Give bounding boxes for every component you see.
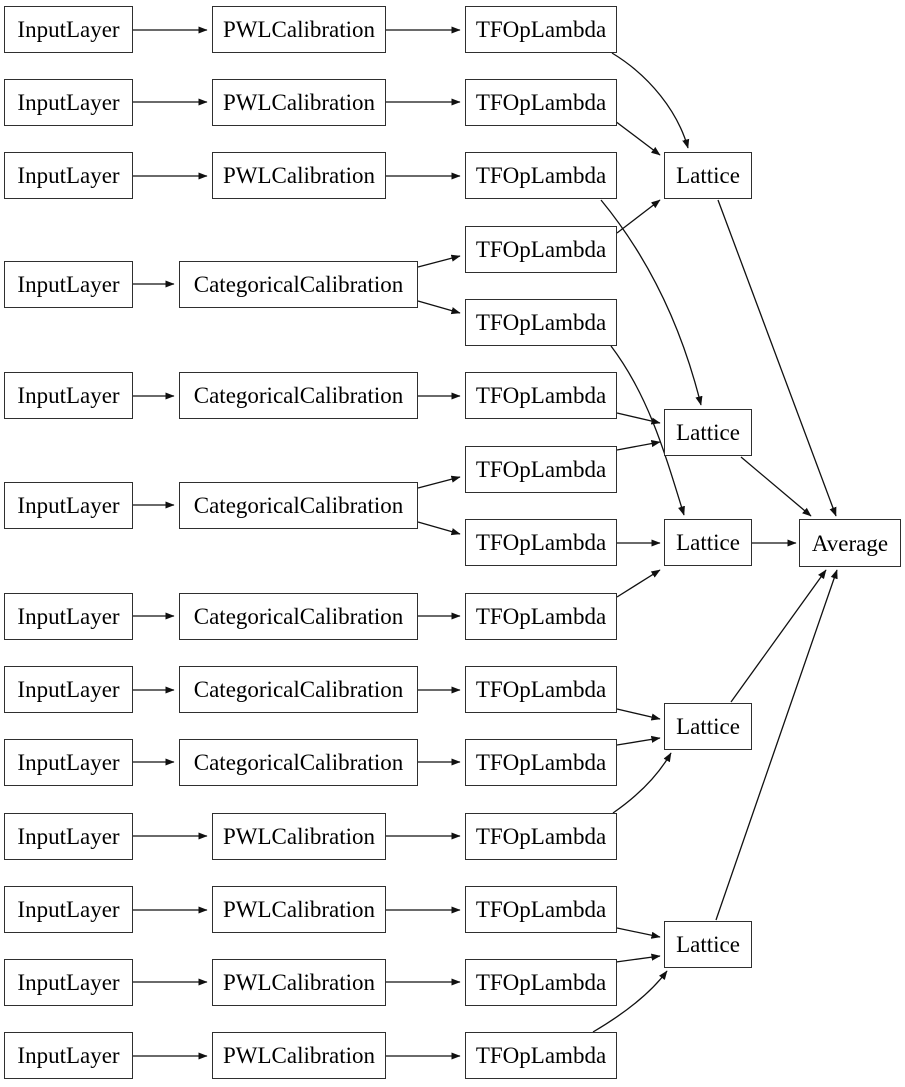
node-input-3: InputLayer <box>4 152 133 199</box>
edge-tfop-4-to-lattice-1 <box>616 199 661 234</box>
node-calib-2: PWLCalibration <box>212 79 386 126</box>
node-calib-12: PWLCalibration <box>212 959 386 1006</box>
node-input-10: InputLayer <box>4 813 133 860</box>
node-tfop-2: TFOpLambda <box>465 79 617 126</box>
node-tfop-4: TFOpLambda <box>465 226 617 273</box>
edge-tfop-14-to-lattice-5 <box>615 953 661 963</box>
edge-tfop-7-to-lattice-2 <box>616 440 661 451</box>
node-input-5: InputLayer <box>4 372 133 419</box>
node-tfop-7: TFOpLambda <box>465 446 617 493</box>
edge-tfop-11-to-lattice-4 <box>616 735 661 746</box>
node-tfop-14: TFOpLambda <box>465 959 617 1006</box>
edge-tfop-13-to-lattice-5 <box>616 927 661 939</box>
node-calib-4: CategoricalCalibration <box>179 261 418 308</box>
node-tfop-5: TFOpLambda <box>465 299 617 346</box>
edge-lattice-1-to-average <box>717 199 837 517</box>
node-lattice-1: Lattice <box>664 152 752 199</box>
node-input-8: InputLayer <box>4 666 133 713</box>
node-lattice-4: Lattice <box>664 703 752 750</box>
edge-tfop-2-to-lattice-1 <box>614 120 661 156</box>
edge-tfop-15-to-lattice-5 <box>592 970 668 1033</box>
node-calib-13: PWLCalibration <box>212 1032 386 1079</box>
node-calib-8: CategoricalCalibration <box>179 666 418 713</box>
node-calib-6: CategoricalCalibration <box>179 482 418 529</box>
node-input-11: InputLayer <box>4 886 133 933</box>
node-input-6: InputLayer <box>4 482 133 529</box>
edge-calib-4-to-tfop-4 <box>417 254 461 268</box>
edge-lattice-4-to-average <box>730 569 827 703</box>
edge-calib-6-to-tfop-8 <box>417 521 461 536</box>
node-calib-3: PWLCalibration <box>212 152 386 199</box>
node-input-4: InputLayer <box>4 261 133 308</box>
node-tfop-11: TFOpLambda <box>465 739 617 786</box>
node-calib-10: PWLCalibration <box>212 813 386 860</box>
edge-calib-4-to-tfop-5 <box>417 300 461 315</box>
node-average: Average <box>799 519 901 567</box>
node-input-7: InputLayer <box>4 593 133 640</box>
node-calib-7: CategoricalCalibration <box>179 593 418 640</box>
edge-lattice-2-to-average <box>740 456 812 517</box>
node-calib-11: PWLCalibration <box>212 886 386 933</box>
edge-tfop-9-to-lattice-3 <box>616 569 661 598</box>
edge-calib-6-to-tfop-7 <box>417 475 461 489</box>
edge-tfop-1-to-lattice-1 <box>611 52 690 149</box>
node-lattice-3: Lattice <box>664 519 752 566</box>
node-tfop-13: TFOpLambda <box>465 886 617 933</box>
node-tfop-1: TFOpLambda <box>465 6 617 53</box>
edge-lattice-5-to-average <box>715 569 838 921</box>
node-tfop-9: TFOpLambda <box>465 593 617 640</box>
node-input-13: InputLayer <box>4 1032 133 1079</box>
node-calib-5: CategoricalCalibration <box>179 372 418 419</box>
node-input-12: InputLayer <box>4 959 133 1006</box>
node-input-2: InputLayer <box>4 79 133 126</box>
node-lattice-5: Lattice <box>664 921 752 968</box>
edge-tfop-12-to-lattice-4 <box>612 752 672 814</box>
node-tfop-8: TFOpLambda <box>465 519 617 566</box>
node-tfop-10: TFOpLambda <box>465 666 617 713</box>
node-input-1: InputLayer <box>4 6 133 53</box>
edge-tfop-10-to-lattice-4 <box>616 708 661 721</box>
node-tfop-15: TFOpLambda <box>465 1032 617 1079</box>
node-tfop-3: TFOpLambda <box>465 152 617 199</box>
node-tfop-6: TFOpLambda <box>465 372 617 419</box>
edge-tfop-6-to-lattice-2 <box>616 412 661 425</box>
node-tfop-12: TFOpLambda <box>465 813 617 860</box>
node-input-9: InputLayer <box>4 739 133 786</box>
node-calib-9: CategoricalCalibration <box>179 739 418 786</box>
node-lattice-2: Lattice <box>664 409 752 456</box>
node-calib-1: PWLCalibration <box>212 6 386 53</box>
edge-tfop-3-to-lattice-2 <box>600 199 703 406</box>
